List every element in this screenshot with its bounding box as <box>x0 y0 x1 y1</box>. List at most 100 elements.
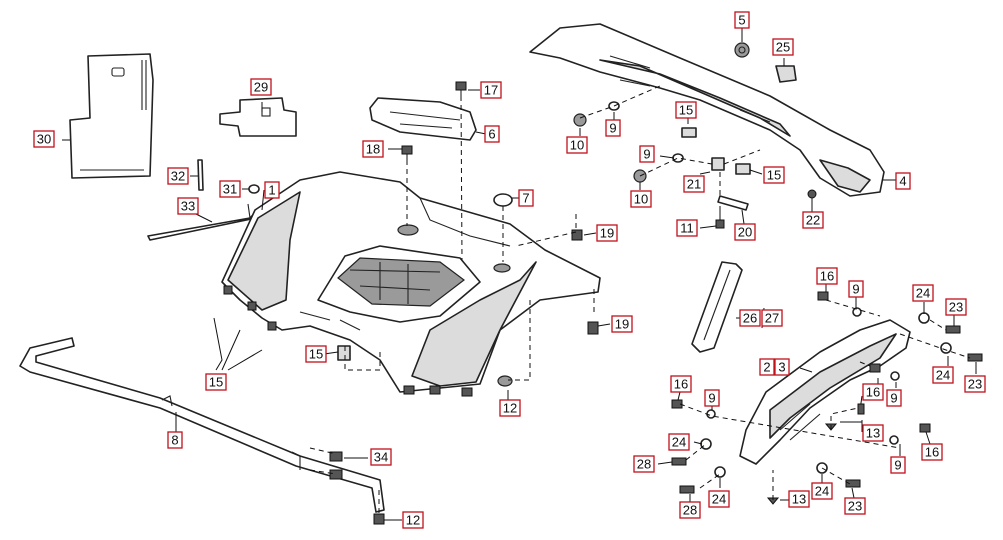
callout-box <box>518 189 534 207</box>
callout-number: 28 <box>683 503 697 518</box>
callout-box <box>759 358 775 376</box>
callout-c3: 3 <box>774 358 790 376</box>
callout-c9c: 9 <box>848 280 864 298</box>
callout-box <box>862 383 884 401</box>
callout-c15c: 15 <box>305 345 327 363</box>
callout-box <box>704 389 720 407</box>
part-15-clip-c <box>337 345 351 361</box>
callout-c7: 7 <box>518 189 534 207</box>
callout-number: 6 <box>488 127 495 142</box>
callout-number: 9 <box>609 121 616 136</box>
callout-c15d: 15 <box>205 373 227 391</box>
callout-box <box>402 511 424 529</box>
callout-number: 11 <box>680 221 694 236</box>
callout-box <box>484 125 500 143</box>
part-19-bolt-a <box>571 229 583 241</box>
callout-box <box>167 431 183 449</box>
callout-c19b: 19 <box>611 315 633 333</box>
callout-c17: 17 <box>480 81 502 99</box>
callout-c9b: 9 <box>639 145 655 163</box>
alignment-lines <box>309 85 971 514</box>
part-15-clip-a <box>681 127 697 138</box>
callout-box <box>802 211 824 229</box>
callout-number: 9 <box>894 458 901 473</box>
callout-c9a: 9 <box>605 119 621 137</box>
callout-number: 12 <box>406 513 420 528</box>
part-29-bracket <box>219 97 297 137</box>
callout-number: 25 <box>776 40 790 55</box>
callout-c24e: 24 <box>811 482 833 500</box>
callout-box <box>499 399 521 417</box>
callout-number: 28 <box>637 457 651 472</box>
callout-c15a: 15 <box>675 101 697 119</box>
callout-box <box>912 284 934 302</box>
callout-box <box>862 424 884 442</box>
callout-number: 23 <box>968 377 982 392</box>
callout-c10b: 10 <box>630 190 652 208</box>
callout-number: 32 <box>171 169 185 184</box>
callout-c20: 20 <box>734 223 756 241</box>
part-16-nuts <box>671 291 931 433</box>
callout-number: 15 <box>309 347 323 362</box>
callout-box <box>811 482 833 500</box>
callout-box <box>670 375 692 393</box>
callout-number: 15 <box>679 103 693 118</box>
callout-number: 4 <box>899 174 906 189</box>
callout-box <box>33 130 55 148</box>
callout-number: 9 <box>852 282 859 297</box>
callout-c9d: 9 <box>886 389 902 407</box>
callout-number: 24 <box>712 492 726 507</box>
callout-number: 24 <box>936 368 950 383</box>
callout-number: 16 <box>674 377 688 392</box>
callout-box <box>683 175 705 193</box>
part-32-strip <box>197 159 204 191</box>
callout-c19a: 19 <box>596 224 618 242</box>
callout-number: 19 <box>600 226 614 241</box>
callout-box <box>890 456 906 474</box>
callout-c23a: 23 <box>945 298 967 316</box>
callout-c24a: 24 <box>912 284 934 302</box>
callout-c30: 30 <box>33 130 55 148</box>
callout-c34: 34 <box>370 448 392 466</box>
callout-c29: 29 <box>250 78 272 96</box>
part-17-bolt <box>455 81 467 98</box>
part-20-plate <box>717 195 749 211</box>
part-28-bolts <box>671 457 695 494</box>
callout-number: 23 <box>949 300 963 315</box>
callout-c16c: 16 <box>670 375 692 393</box>
callout-c8: 8 <box>167 431 183 449</box>
callout-box <box>264 181 280 199</box>
callout-number: 15 <box>767 168 781 183</box>
callout-number: 34 <box>374 450 388 465</box>
callout-box <box>167 167 189 185</box>
callout-c16d: 16 <box>921 443 943 461</box>
callout-c2: 2 <box>759 358 775 376</box>
part-11-bolt <box>715 206 725 229</box>
callout-box <box>219 180 241 198</box>
callout-box <box>596 224 618 242</box>
part-25-clip <box>775 65 797 83</box>
callout-box <box>177 197 199 215</box>
part-2-3-side-guard <box>739 319 911 465</box>
callout-c15b: 15 <box>763 166 785 184</box>
callout-c13a: 13 <box>862 424 884 442</box>
callout-box <box>763 166 785 184</box>
callout-box <box>633 455 655 473</box>
part-22-bolt <box>807 189 817 199</box>
callout-number: 9 <box>643 147 650 162</box>
callout-box <box>734 223 756 241</box>
part-26-27-bar <box>691 261 743 353</box>
callout-number: 26 <box>743 311 757 326</box>
callout-c11: 11 <box>676 219 698 237</box>
part-10-nut-a <box>573 113 587 127</box>
callout-box <box>788 490 810 508</box>
callout-number: 7 <box>522 191 529 206</box>
part-21-block <box>711 157 725 171</box>
callout-c25: 25 <box>772 38 794 56</box>
callout-number: 23 <box>848 499 862 514</box>
callout-c5: 5 <box>734 11 750 29</box>
callout-number: 31 <box>223 182 237 197</box>
callout-number: 9 <box>890 391 897 406</box>
callout-c1: 1 <box>264 181 280 199</box>
